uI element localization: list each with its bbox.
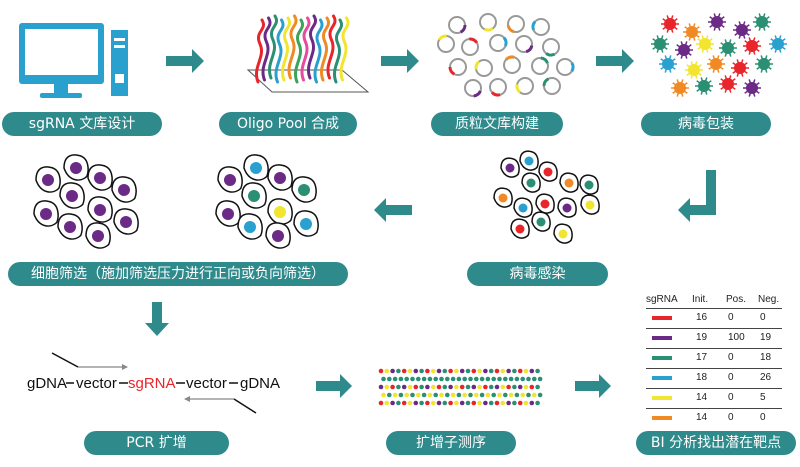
virus-packaging-icon bbox=[651, 13, 787, 97]
step-virus-infection: 病毒感染 bbox=[467, 262, 608, 286]
table-row: 14 0 5 bbox=[646, 388, 782, 408]
cell-pos: 0 bbox=[728, 352, 734, 363]
table-row: 19 100 19 bbox=[646, 328, 782, 348]
computer-icon bbox=[19, 23, 128, 98]
table-row: 17 0 18 bbox=[646, 348, 782, 368]
screened-cells-mixed-icon bbox=[215, 154, 319, 249]
table-row: 18 0 26 bbox=[646, 368, 782, 388]
step-cell-screening: 细胞筛选（施加筛选压力进行正向或负向筛选） bbox=[8, 262, 348, 286]
sequencing-dots-icon bbox=[378, 368, 543, 406]
step-plasmid-library: 质粒文库构建 bbox=[431, 112, 563, 136]
cell-neg: 18 bbox=[760, 352, 772, 363]
arrow-right-icon bbox=[596, 49, 634, 73]
sgrna-color-swatch bbox=[652, 416, 672, 420]
cell-pos: 0 bbox=[728, 412, 734, 423]
arrow-down-icon bbox=[145, 302, 169, 336]
cell-neg: 0 bbox=[760, 312, 766, 323]
cell-pos: 0 bbox=[728, 392, 734, 403]
cell-neg: 26 bbox=[760, 372, 772, 383]
step-oligo-pool: Oligo Pool 合成 bbox=[219, 112, 357, 136]
step-bi-analysis: BI 分析找出潜在靶点 bbox=[636, 431, 796, 455]
construct-gdna-right: gDNA bbox=[240, 375, 280, 392]
construct-sgrna: sgRNA bbox=[128, 375, 176, 392]
bent-arrow-icon bbox=[678, 170, 716, 222]
infected-cells-icon bbox=[493, 150, 600, 244]
pcr-construct: gDNA vector sgRNA vector gDNA bbox=[27, 352, 280, 414]
header-sgrna: sgRNA bbox=[646, 294, 678, 305]
oligo-pool-icon bbox=[246, 14, 370, 93]
sgrna-color-swatch bbox=[652, 396, 672, 400]
cell-neg: 19 bbox=[760, 332, 772, 343]
header-init: Init. bbox=[692, 294, 709, 305]
step-virus-packaging: 病毒包装 bbox=[641, 112, 771, 136]
header-pos: Pos. bbox=[726, 294, 747, 305]
cell-pos: 100 bbox=[728, 332, 745, 343]
step-sequencing: 扩增子测序 bbox=[386, 431, 516, 455]
arrow-right-icon bbox=[381, 49, 419, 73]
cell-init: 14 bbox=[696, 412, 708, 423]
cell-neg: 0 bbox=[760, 412, 766, 423]
cell-init: 19 bbox=[696, 332, 708, 343]
table-header: sgRNA Init. Pos. Neg. bbox=[646, 294, 782, 308]
table-row: 14 0 0 bbox=[646, 408, 782, 428]
cell-init: 18 bbox=[696, 372, 708, 383]
step-sgrna-design: sgRNA 文库设计 bbox=[2, 112, 162, 136]
arrow-right-icon bbox=[316, 374, 352, 398]
cell-pos: 0 bbox=[728, 312, 734, 323]
cell-init: 16 bbox=[696, 312, 708, 323]
cell-neg: 5 bbox=[760, 392, 766, 403]
sgrna-color-swatch bbox=[652, 376, 672, 380]
construct-gdna-left: gDNA bbox=[27, 375, 67, 392]
sgrna-color-swatch bbox=[652, 316, 672, 320]
cell-init: 14 bbox=[696, 392, 708, 403]
cell-init: 17 bbox=[696, 352, 708, 363]
arrow-left-icon bbox=[374, 198, 412, 222]
plasmid-library-icon bbox=[437, 13, 575, 98]
sgrna-color-swatch bbox=[652, 356, 672, 360]
sgrna-color-swatch bbox=[652, 336, 672, 340]
cell-pos: 0 bbox=[728, 372, 734, 383]
step-pcr: PCR 扩增 bbox=[84, 431, 229, 455]
header-neg: Neg. bbox=[758, 294, 780, 305]
screened-cells-purple-icon bbox=[33, 154, 139, 249]
construct-vector-2: vector bbox=[186, 375, 227, 392]
arrow-right-icon bbox=[575, 374, 611, 398]
arrow-right-icon bbox=[166, 49, 204, 73]
construct-vector-1: vector bbox=[76, 375, 117, 392]
